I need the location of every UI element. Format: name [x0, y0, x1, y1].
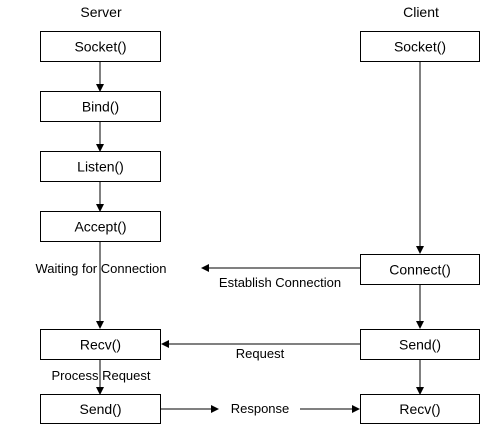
- arrowhead: [96, 84, 104, 92]
- server-bind-box: Bind(): [40, 91, 161, 122]
- establish-connection-label: Establish Connection: [219, 275, 341, 290]
- server-accept-label: Accept(): [74, 219, 126, 235]
- arrowhead: [96, 321, 104, 329]
- arrowhead: [96, 204, 104, 212]
- arrowhead: [416, 246, 424, 254]
- waiting-for-connection-label: Waiting for Connection: [35, 261, 166, 276]
- server-send-box: Send(): [40, 394, 161, 424]
- arrowhead: [96, 144, 104, 152]
- client-column-header: Client: [403, 4, 439, 20]
- arrowhead: [96, 387, 104, 395]
- server-send-label: Send(): [79, 401, 121, 417]
- request-label: Request: [236, 346, 285, 361]
- process-request-label: Process Request: [52, 368, 151, 383]
- client-socket-label: Socket(): [394, 39, 446, 55]
- server-socket-label: Socket(): [74, 39, 126, 55]
- server-socket-box: Socket(): [40, 31, 161, 62]
- server-listen-label: Listen(): [77, 159, 124, 175]
- server-recv-box: Recv(): [40, 329, 161, 360]
- client-connect-box: Connect(): [360, 254, 480, 285]
- server-recv-label: Recv(): [80, 337, 121, 353]
- client-recv-box: Recv(): [360, 394, 480, 424]
- client-socket-box: Socket(): [360, 31, 480, 62]
- server-accept-box: Accept(): [40, 211, 161, 242]
- arrowhead: [201, 264, 209, 272]
- arrowhead: [161, 340, 169, 348]
- arrowhead: [416, 321, 424, 329]
- arrowhead: [416, 387, 424, 395]
- client-send-label: Send(): [399, 337, 441, 353]
- server-column-header: Server: [80, 4, 122, 20]
- client-connect-label: Connect(): [389, 262, 450, 278]
- response-label: Response: [231, 401, 290, 416]
- server-listen-box: Listen(): [40, 151, 161, 182]
- arrowhead: [352, 405, 360, 413]
- arrowhead: [211, 405, 219, 413]
- client-send-box: Send(): [360, 329, 480, 360]
- server-bind-label: Bind(): [82, 99, 119, 115]
- client-recv-label: Recv(): [399, 401, 440, 417]
